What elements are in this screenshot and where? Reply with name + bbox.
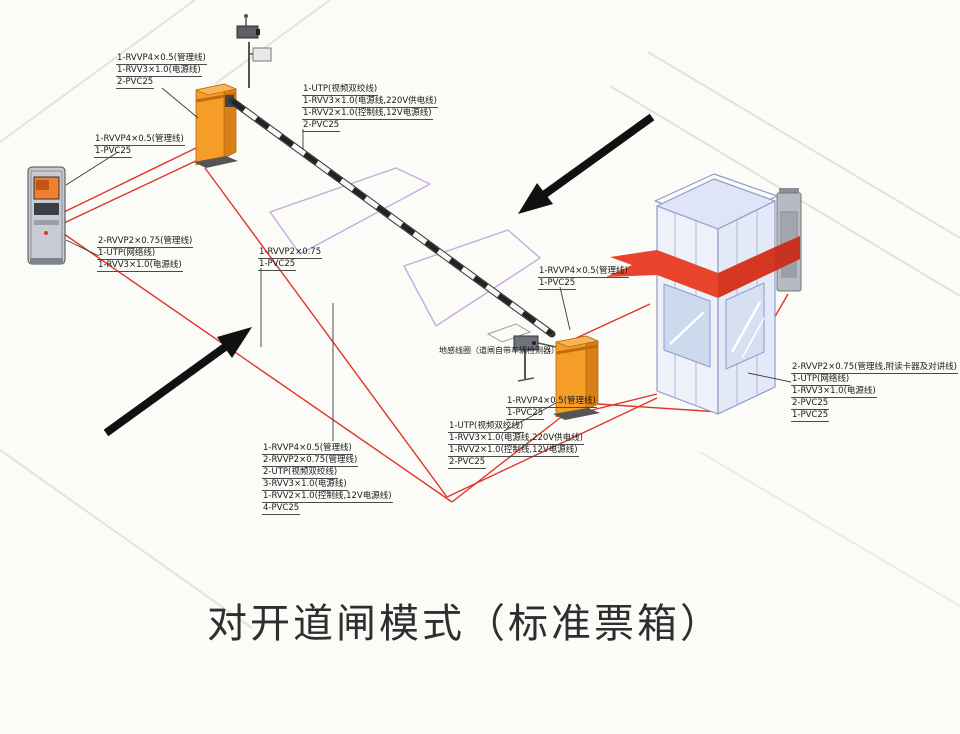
cable-label-line: 2-PVC25 [116,77,155,89]
dispenser-panel [34,203,59,215]
cable-label-line: 1-PVC25 [538,278,577,290]
red-awning-band [606,236,800,298]
diagram-title: 对开道闸模式（标准票箱） [207,601,723,647]
cable-label-line: 1-RVVP4×0.5(管理线) [262,443,353,455]
cable-label-line: 1-PVC25 [258,259,297,271]
cable-label-line: 2-RVVP2×0.75(管理线,附读卡器及对讲线) [791,362,958,374]
camera-icon [236,25,259,39]
direction-arrow-in-icon [518,113,655,214]
cable-label-line: 1-RVV2×1.0(控制线,12V电源线) [262,491,393,503]
detector-camera-icon [513,335,539,351]
cable-label-line: 2-RVVP2×0.75(管理线) [97,236,194,248]
cable-label-line: 1-RVV2×1.0(控制线,12V电源线) [448,445,579,457]
cable-label-line: 1-RVV3×1.0(电源线) [97,260,183,272]
label-group-camera2-cables: 1-UTP(视频双绞线) 1-RVV3×1.0(电源线,220V供电线) 1-R… [448,421,584,469]
cable-label-line: 1-PVC25 [94,146,133,158]
road-lines [0,0,960,629]
cable-label-line: 1-RVVP2×0.75 [258,247,323,259]
label-group-ticketbox-net: 2-RVVP2×0.75(管理线) 1-UTP(网络线) 1-RVV3×1.0(… [97,236,194,272]
barrier-arm [228,97,556,338]
cable-label-line: 2-PVC25 [302,120,341,132]
ticket-dispenser [27,166,66,265]
barrier-gate-2 [553,335,600,420]
cable-label-line: 1-UTP(网络线) [791,374,851,386]
ground-loop-note: 地感线圈（道闸自带车辆检测器） [439,346,559,355]
ground-loop-coil [486,323,532,343]
label-group-booth-cables: 2-RVVP2×0.75(管理线,附读卡器及对讲线) 1-UTP(网络线) 1-… [791,362,958,422]
ticket-slot [34,220,59,225]
camera-pole [236,14,272,88]
cable-label-line: 1-RVVP4×0.5(管理线) [116,53,207,65]
barrier-gate-1 [194,83,238,168]
cable-label-line: 1-RVVP4×0.5(管理线) [506,396,597,408]
label-group-trunk-cables: 1-RVVP4×0.5(管理线) 2-RVVP2×0.75(管理线) 2-UTP… [262,443,393,515]
cable-label-line: 4-PVC25 [262,503,301,515]
label-group-lane-line: 1-RVVP2×0.75 1-PVC25 [258,247,323,271]
cable-label-line: 1-PVC25 [791,410,830,422]
label-group-camera1-cables: 1-UTP(视频双绞线) 1-RVV3×1.0(电源线,220V供电线) 1-R… [302,84,438,132]
label-group-gate2-top: 1-RVVP4×0.5(管理线) 1-PVC25 [538,266,629,290]
label-ground-loop: 地感线圈（道闸自带车辆检测器） [438,345,560,356]
sign-plate [252,47,272,62]
cable-label-line: 1-RVV3×1.0(电源线) [791,386,877,398]
cable-label-line: 1-RVVP4×0.5(管理线) [94,134,185,146]
cable-label-line: 2-UTP(视频双绞线) [262,467,339,479]
cable-label-line: 2-PVC25 [448,457,487,469]
label-group-gate2-mid: 1-RVVP4×0.5(管理线) 1-PVC25 [506,396,597,420]
cable-label-line: 1-RVV3×1.0(电源线,220V供电线) [448,433,584,445]
cable-label-line: 2-PVC25 [791,398,830,410]
cable-label-line: 1-UTP(视频双绞线) [448,421,525,433]
cable-label-line: 1-RVV3×1.0(电源线,220V供电线) [302,96,438,108]
vehicle-detector [513,335,557,382]
label-group-reader-cables: 1-RVVP4×0.5(管理线) 1-PVC25 [94,134,185,158]
booth-side-window [725,282,765,370]
cable-label-line: 3-RVV3×1.0(电源线) [262,479,348,491]
label-group-gate1-cables: 1-RVVP4×0.5(管理线) 1-RVV3×1.0(电源线) 2-PVC25 [116,53,207,89]
cable-label-line: 1-RVVP4×0.5(管理线) [538,266,629,278]
direction-arrow-out-icon [103,327,252,437]
island-outlines [269,167,541,327]
cable-label-line: 1-UTP(视频双绞线) [302,84,379,96]
cable-label-line: 1-PVC25 [506,408,545,420]
cable-label-line: 1-RVV2×1.0(控制线,12V电源线) [302,108,433,120]
booth-front-window [663,283,711,368]
cable-label-line: 2-RVVP2×0.75(管理线) [262,455,359,467]
cable-label-line: 1-UTP(网络线) [97,248,157,260]
cable-label-line: 1-RVV3×1.0(电源线) [116,65,202,77]
